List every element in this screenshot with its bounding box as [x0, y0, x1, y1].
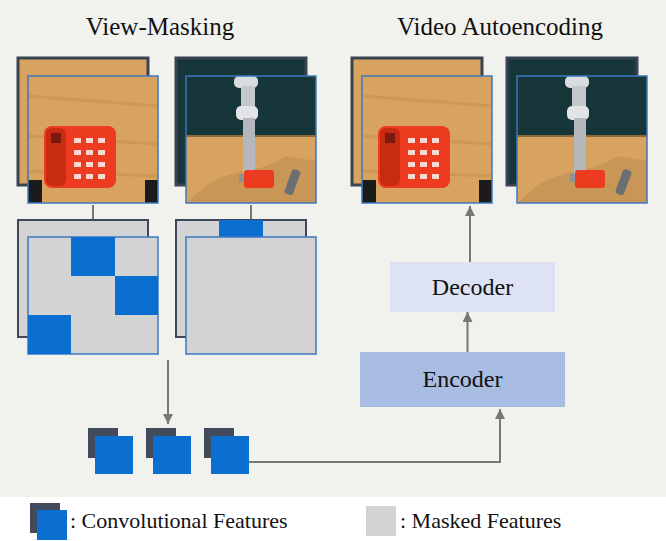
legend-swatch	[37, 510, 67, 540]
flow-arrow	[467, 312, 469, 352]
legend-text: : Masked Features	[400, 508, 561, 534]
process-box: Decoder	[390, 262, 555, 312]
section-title: View-Masking	[86, 13, 234, 41]
box-label: Decoder	[432, 274, 513, 301]
legend-text: : Convolutional Features	[70, 508, 288, 534]
section-title: Video Autoencoding	[397, 13, 603, 41]
legend-swatch	[366, 506, 396, 536]
process-box: Encoder	[360, 352, 565, 407]
box-label: Encoder	[423, 366, 503, 393]
